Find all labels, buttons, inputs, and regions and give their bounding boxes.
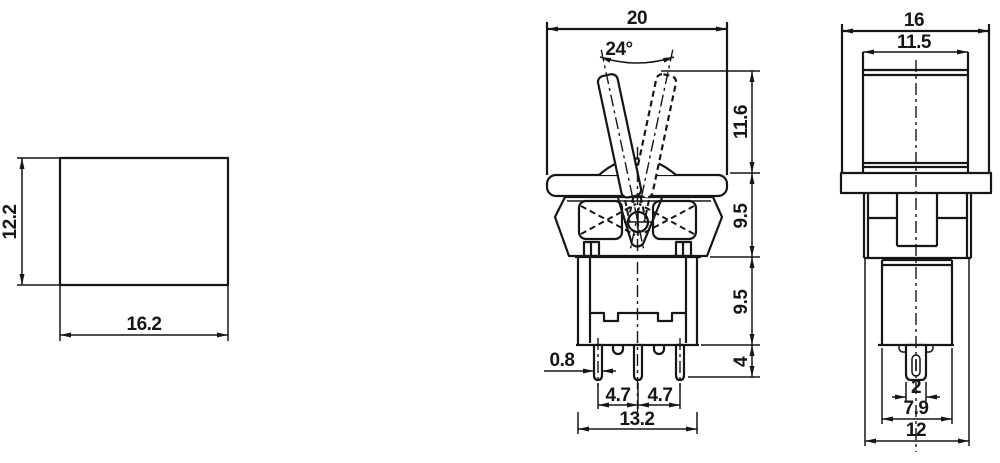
side-extension-lines [864, 258, 970, 446]
dim-front-terminal-length: 4 [731, 356, 752, 367]
extension-lines [17, 157, 229, 341]
mounting-bracket [862, 193, 973, 260]
side-view: 16 11.5 2 7.9 12 [839, 10, 993, 452]
lever-hidden-edges-right [627, 196, 650, 223]
right-extension-lines [661, 70, 760, 378]
dim-left-width: 16.2 [127, 314, 162, 335]
contact-chamber-left [577, 199, 624, 241]
dim-front-lever-height: 11.6 [731, 105, 752, 139]
terminal-shoulder-tabs [898, 345, 934, 353]
dim-front-body-width: 13.2 [620, 409, 655, 430]
lever-axis-left [600, 49, 645, 250]
dim-front-lower-height: 9.5 [731, 289, 752, 315]
dim-front-upper-height: 9.5 [731, 203, 752, 229]
dim-front-top-width: 20 [627, 8, 647, 29]
dim-side-inner-width: 11.5 [897, 32, 932, 53]
angle-dimension-arc [599, 56, 675, 64]
cap-sides [545, 22, 729, 175]
lever-hidden-edges-left [624, 196, 647, 223]
side-lower-body [878, 258, 954, 347]
dim-front-angle: 24° [605, 39, 632, 60]
solder-terminals [592, 343, 686, 382]
dim-left-height: 12.2 [0, 205, 21, 240]
dim-side-frame-width: 16 [904, 10, 924, 31]
contact-spring-hidden-lines [580, 203, 695, 236]
cap-profile-outline [58, 156, 230, 287]
side-profile-view: 12.2 16.2 [0, 156, 230, 341]
dim-front-pitch-b: 4.7 [648, 385, 673, 406]
dim-front-pitch-a: 4.7 [606, 385, 631, 406]
dim-front-terminal-thickness: 0.8 [550, 350, 575, 371]
frame-sides [840, 24, 991, 173]
terminal-centerlines [597, 338, 681, 386]
bottom-notches [611, 345, 666, 356]
front-view: 20 24° [544, 8, 760, 434]
bottom-extension-lines [577, 383, 698, 434]
